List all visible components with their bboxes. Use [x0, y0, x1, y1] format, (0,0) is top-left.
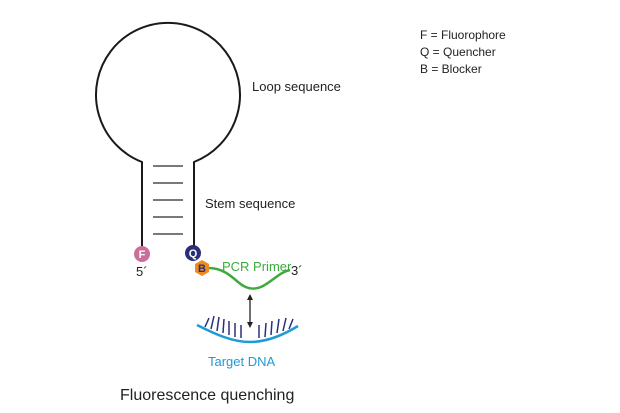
legend: F = Fluorophore Q = Quencher B = Blocker — [420, 28, 506, 76]
legend-quencher: Q = Quencher — [420, 45, 496, 59]
target-tick — [216, 316, 220, 332]
quencher-marker: Q — [185, 245, 201, 261]
legend-blocker: B = Blocker — [420, 62, 482, 76]
stem-sequence-label: Stem sequence — [205, 196, 295, 211]
three-prime-label: 3´ — [291, 263, 303, 278]
legend-fluorophore: F = Fluorophore — [420, 28, 506, 42]
target-tick — [282, 317, 287, 332]
target-tick — [288, 318, 294, 330]
target-dna-strand — [196, 323, 299, 344]
pcr-primer-strand — [207, 266, 291, 290]
target-dna-label: Target DNA — [208, 354, 276, 369]
blocker-marker: B — [195, 260, 209, 276]
target-tick — [270, 320, 273, 336]
target-tick — [276, 318, 280, 334]
five-prime-label: 5´ — [136, 264, 148, 279]
binding-arrow — [247, 294, 253, 328]
quencher-letter: Q — [189, 248, 198, 260]
target-tick — [222, 318, 225, 334]
stem-base-pairs — [153, 165, 183, 235]
blocker-hexagon — [195, 260, 209, 276]
blocker-letter: B — [198, 263, 206, 275]
loop-sequence-label: Loop sequence — [252, 79, 341, 94]
arrow-head-up — [247, 294, 253, 300]
arrow-head-down — [247, 322, 253, 328]
quencher-circle — [185, 245, 201, 261]
target-tick — [204, 317, 210, 328]
target-tick — [264, 322, 267, 338]
fluorophore-letter: F — [139, 249, 146, 261]
fluorophore-marker: F — [134, 246, 150, 262]
target-dna-ticks — [204, 315, 294, 338]
hairpin-probe — [95, 21, 241, 246]
fluorophore-circle — [134, 246, 150, 262]
pcr-primer-label: PCR Primer — [222, 259, 292, 274]
figure-caption: Fluorescence quenching — [120, 387, 294, 404]
target-tick — [210, 315, 215, 330]
